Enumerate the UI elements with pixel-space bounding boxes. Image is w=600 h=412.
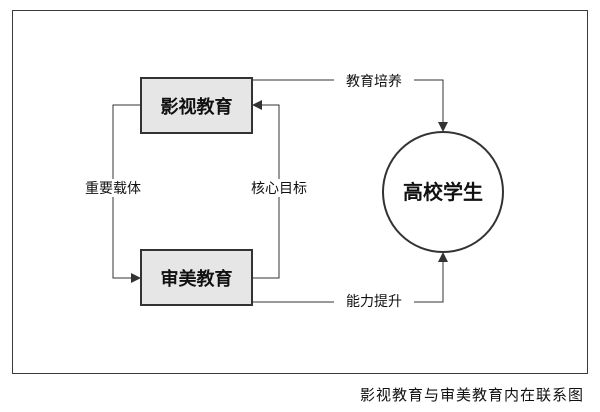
figure-caption: 影视教育与审美教育内在联系图 <box>359 386 584 404</box>
students-label: 高校学生 <box>403 180 483 204</box>
edge-ability-improvement <box>252 252 448 303</box>
aesthetic-education-label: 审美教育 <box>161 268 233 290</box>
edge-core-goal-label: 核心目标 <box>251 181 307 197</box>
edge-ability-improvement-label: 能力提升 <box>346 294 402 310</box>
film-education-label: 影视教育 <box>161 96 233 118</box>
edge-education-cultivation <box>252 79 448 132</box>
film-education-box <box>140 77 253 134</box>
edge-education-cultivation-bg <box>334 72 414 89</box>
edge-important-carrier-label: 重要载体 <box>85 181 141 197</box>
edge-education-cultivation-label: 教育培养 <box>346 74 402 90</box>
edge-important-carrier-bg <box>75 179 151 197</box>
edge-core-goal-bg <box>241 179 317 197</box>
aesthetic-education-box <box>140 249 253 306</box>
edge-ability-improvement-bg <box>334 292 414 309</box>
diagram-frame <box>12 10 588 374</box>
